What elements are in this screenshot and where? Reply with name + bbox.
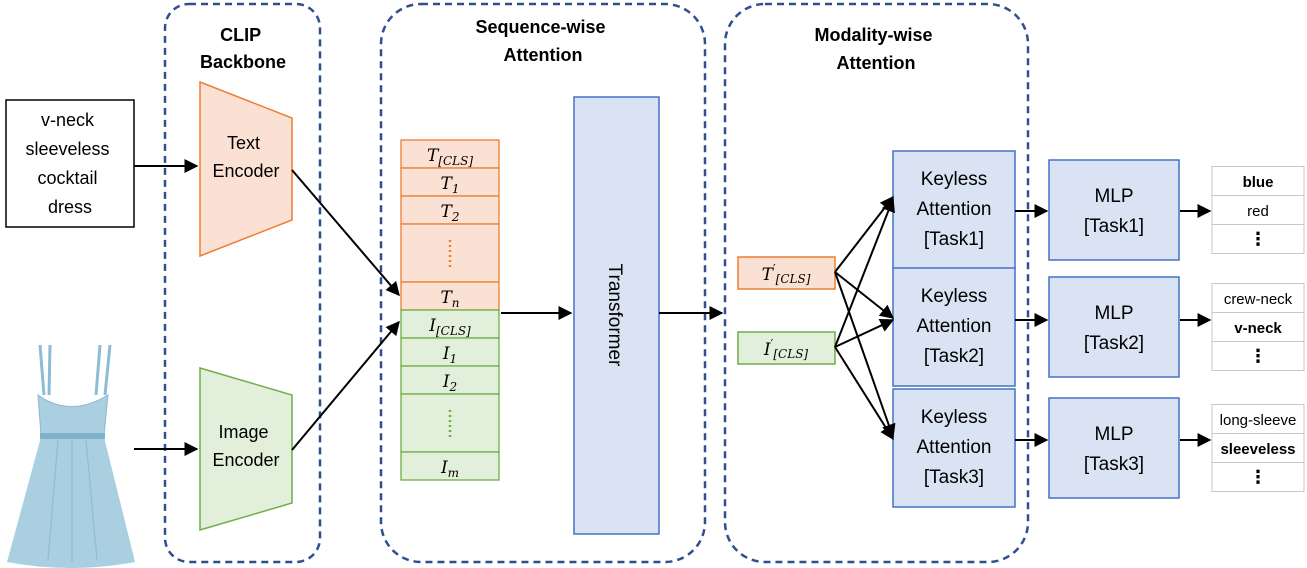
sequence-attention-title: Sequence-wise Attention — [475, 17, 610, 65]
output-label: ⋮ — [1249, 229, 1267, 249]
text-token-label: Tn — [440, 288, 459, 310]
text-token-cell — [400, 139, 500, 169]
output-label: v-neck — [1234, 320, 1282, 337]
image-token-cell — [400, 365, 500, 395]
image-token-label: Im — [440, 458, 459, 480]
output-label: crew-neck — [1224, 291, 1293, 308]
text-cls-output — [737, 256, 836, 290]
mlp-task2 — [1048, 276, 1180, 378]
clip-backbone-group — [163, 2, 322, 564]
image-token-label: I[CLS] — [428, 316, 471, 338]
modality-attention-title: Modality-wise Attention — [814, 25, 937, 73]
arrow-tcls-task2 — [834, 271, 895, 319]
arrow-image-encoder-to-tokens — [291, 320, 400, 451]
modality-attention-group — [723, 2, 1030, 564]
image-encoder — [199, 366, 293, 532]
image-encoder-label: Image Encoder — [212, 422, 279, 470]
output-label: long-sleeve — [1220, 412, 1297, 429]
clip-backbone-title: CLIP Backbone — [200, 25, 286, 72]
text-encoder — [199, 80, 293, 258]
mlp-label: MLP[Task1] — [1084, 186, 1144, 237]
mlp-task3 — [1048, 397, 1180, 499]
text-token-cell — [400, 195, 500, 225]
output-cell — [1211, 312, 1305, 342]
image-token-cell — [400, 393, 500, 453]
mlp-label: MLP[Task3] — [1084, 424, 1144, 475]
output-cell — [1211, 462, 1305, 492]
arrow-tcls-task1 — [834, 195, 894, 273]
text-cls-output-label: T′[CLS] — [762, 262, 811, 286]
output-label: red — [1247, 203, 1269, 220]
arrow-icls-task1 — [834, 197, 895, 348]
output-cell — [1211, 341, 1305, 371]
image-token-cell — [400, 451, 500, 481]
transformer-block — [573, 96, 660, 535]
arrow-icls-task3 — [834, 346, 894, 441]
keyless-attention-task3 — [892, 388, 1016, 508]
input-text-box — [5, 99, 135, 228]
text-encoder-label: Text Encoder — [212, 133, 279, 181]
text-token-cell — [400, 223, 500, 283]
output-cell — [1211, 166, 1305, 196]
input-text: v-neck sleeveless cocktail dress — [25, 110, 114, 217]
image-cls-output — [737, 331, 836, 365]
output-label: ⋮ — [1249, 346, 1267, 366]
output-cell — [1211, 195, 1305, 225]
arrows — [134, 159, 1212, 456]
dress-image — [7, 344, 135, 568]
mlp-label: MLP[Task2] — [1084, 303, 1144, 354]
output-label: blue — [1243, 174, 1274, 191]
output-label: sleeveless — [1220, 441, 1295, 458]
keyless-attention-task2 — [892, 267, 1016, 387]
image-cls-output-label: I′[CLS] — [763, 337, 809, 361]
text-token-cell — [400, 281, 500, 311]
arrow-tcls-task3 — [834, 271, 896, 439]
output-cell — [1211, 224, 1305, 254]
image-token-label: I1 — [442, 344, 457, 366]
sequence-attention-group — [379, 2, 707, 564]
arrow-text-encoder-to-tokens — [291, 169, 400, 297]
image-token-label: I2 — [442, 372, 457, 394]
transformer-label: Transformer — [604, 264, 625, 367]
output-cell — [1211, 433, 1305, 463]
arrow-icls-task2 — [834, 318, 895, 348]
text-token-label: T2 — [441, 202, 460, 224]
text-token-label: T[CLS] — [427, 146, 473, 168]
output-cell — [1211, 404, 1305, 434]
text-token-label: T1 — [441, 174, 460, 196]
image-token-cell — [400, 309, 500, 339]
output-label: ⋮ — [1249, 467, 1267, 487]
mlp-task1 — [1048, 159, 1180, 261]
